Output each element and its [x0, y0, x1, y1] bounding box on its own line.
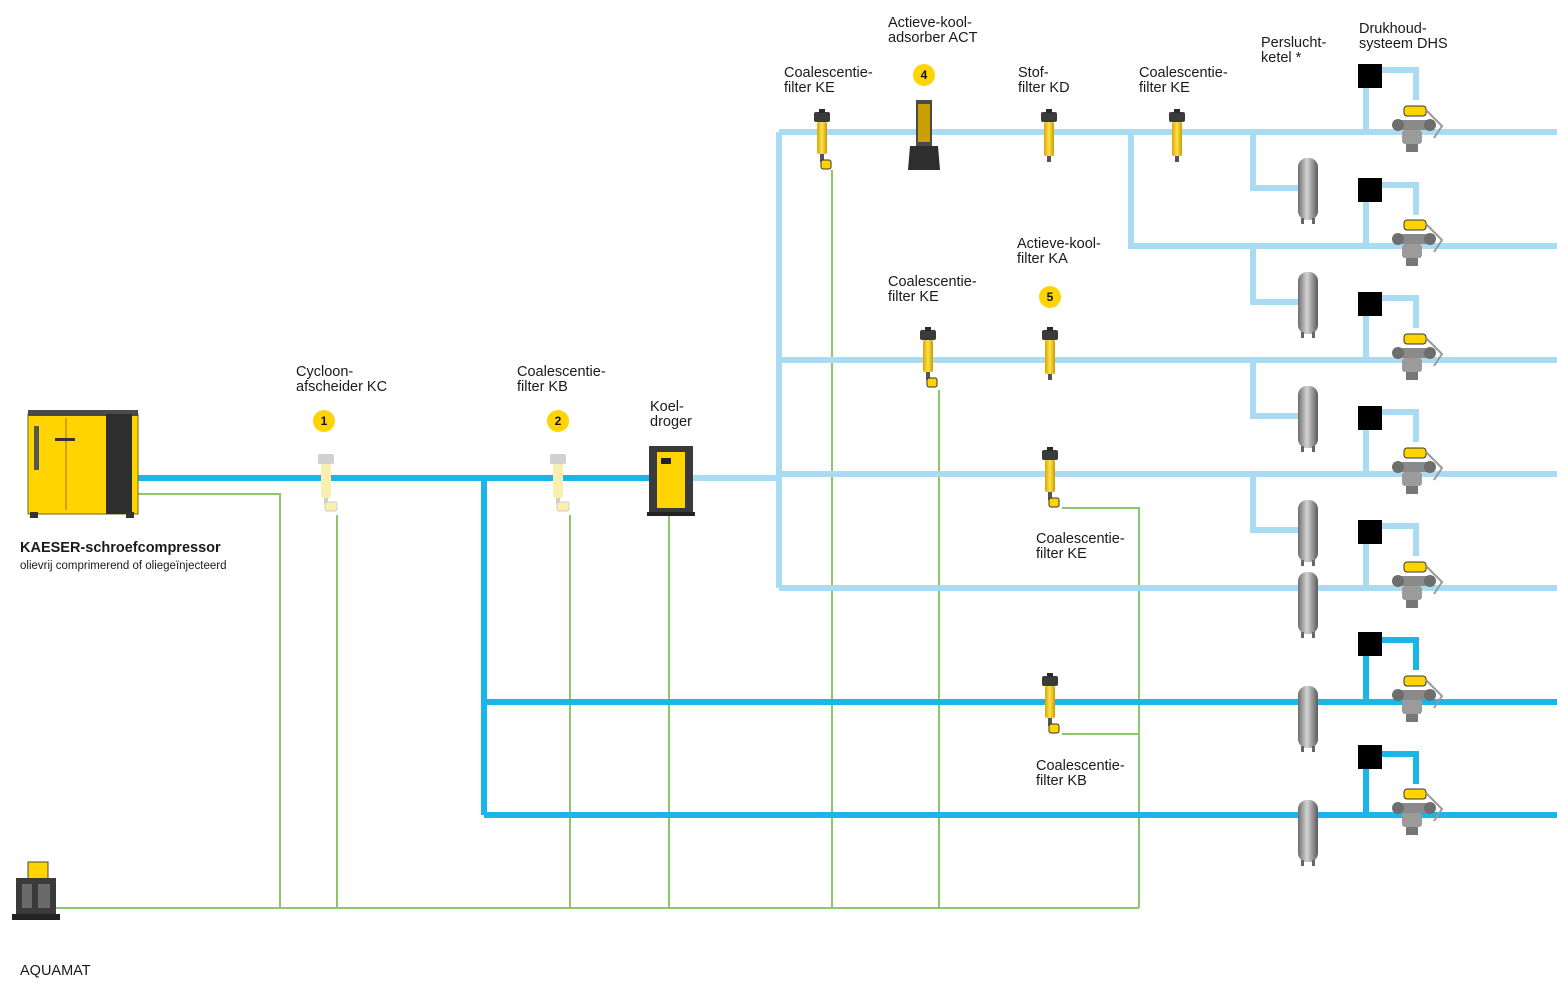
filter-ke-top-left-label: Coalescentie- filter KE — [784, 65, 873, 96]
dhs-control-square — [1358, 292, 1382, 316]
filter-kb-lower-label: Coalescentie- filter KB — [1036, 758, 1125, 789]
air-receiver-icon[interactable] — [1298, 500, 1318, 566]
pressure-maintaining-systems — [1358, 64, 1443, 836]
badge-5: 5 — [1039, 286, 1061, 308]
activated-carbon-adsorber-icon[interactable] — [908, 100, 940, 170]
filter-ke-mid-label: Coalescentie- filter KE — [888, 274, 977, 305]
branch-pipes — [693, 67, 1557, 591]
air-receiver-icon[interactable] — [1298, 800, 1318, 866]
dhs-control-square — [1358, 406, 1382, 430]
dhs-control-square — [1358, 632, 1382, 656]
filter-ke-lower-label: Coalescentie- filter KE — [1036, 531, 1125, 562]
dhs-control-square — [1358, 64, 1382, 88]
activated-carbon-filter-icon[interactable] — [1042, 327, 1058, 380]
coalescing-filter-ke-top-right-icon[interactable] — [1169, 109, 1185, 162]
cyclone-separator-icon[interactable] — [317, 453, 338, 512]
air-receiver-label: Perslucht- ketel * — [1261, 35, 1327, 66]
badge-2: 2 — [547, 410, 569, 432]
badge-4: 4 — [913, 64, 935, 86]
dust-filter-icon[interactable] — [1041, 109, 1057, 162]
screw-compressor-icon[interactable] — [27, 410, 139, 518]
dhs-control-square — [1358, 520, 1382, 544]
condensate-treatment-icon[interactable] — [12, 861, 60, 920]
compressor-title: KAESER-schroefcompressor — [20, 540, 221, 556]
cyclone-label: Cycloon- afscheider KC — [296, 364, 388, 395]
air-receiver-icon[interactable] — [1298, 686, 1318, 752]
dhs-control-square — [1358, 178, 1382, 202]
main-pipes — [138, 475, 1557, 818]
air-receiver-icon[interactable] — [1298, 158, 1318, 224]
air-receiver-icon[interactable] — [1298, 572, 1318, 638]
air-receiver-icon[interactable] — [1298, 272, 1318, 338]
compressor-subtitle: olievrij comprimerend of oliegeïnjecteer… — [20, 560, 227, 572]
air-receivers — [1298, 158, 1318, 866]
refrigeration-dryer-icon[interactable] — [647, 446, 695, 516]
coalescing-filter-ke-top-left-icon[interactable] — [813, 108, 832, 170]
ka-label: Actieve-kool- filter KA — [1017, 236, 1101, 267]
dhs-label: Drukhoud- systeem DHS — [1359, 21, 1448, 52]
dust-filter-label: Stof- filter KD — [1018, 65, 1070, 96]
dryer-label: Koel- droger — [650, 399, 692, 430]
badge-1: 1 — [313, 410, 335, 432]
coalescing-filter-kb-icon[interactable] — [549, 453, 570, 512]
act-label: Actieve-kool- adsorber ACT — [888, 15, 978, 46]
dhs-control-square — [1358, 745, 1382, 769]
filter-kb-main-label: Coalescentie- filter KB — [517, 364, 606, 395]
air-receiver-icon[interactable] — [1298, 386, 1318, 452]
filter-ke-top-right-label: Coalescentie- filter KE — [1139, 65, 1228, 96]
aquamat-label: AQUAMAT — [20, 963, 91, 979]
